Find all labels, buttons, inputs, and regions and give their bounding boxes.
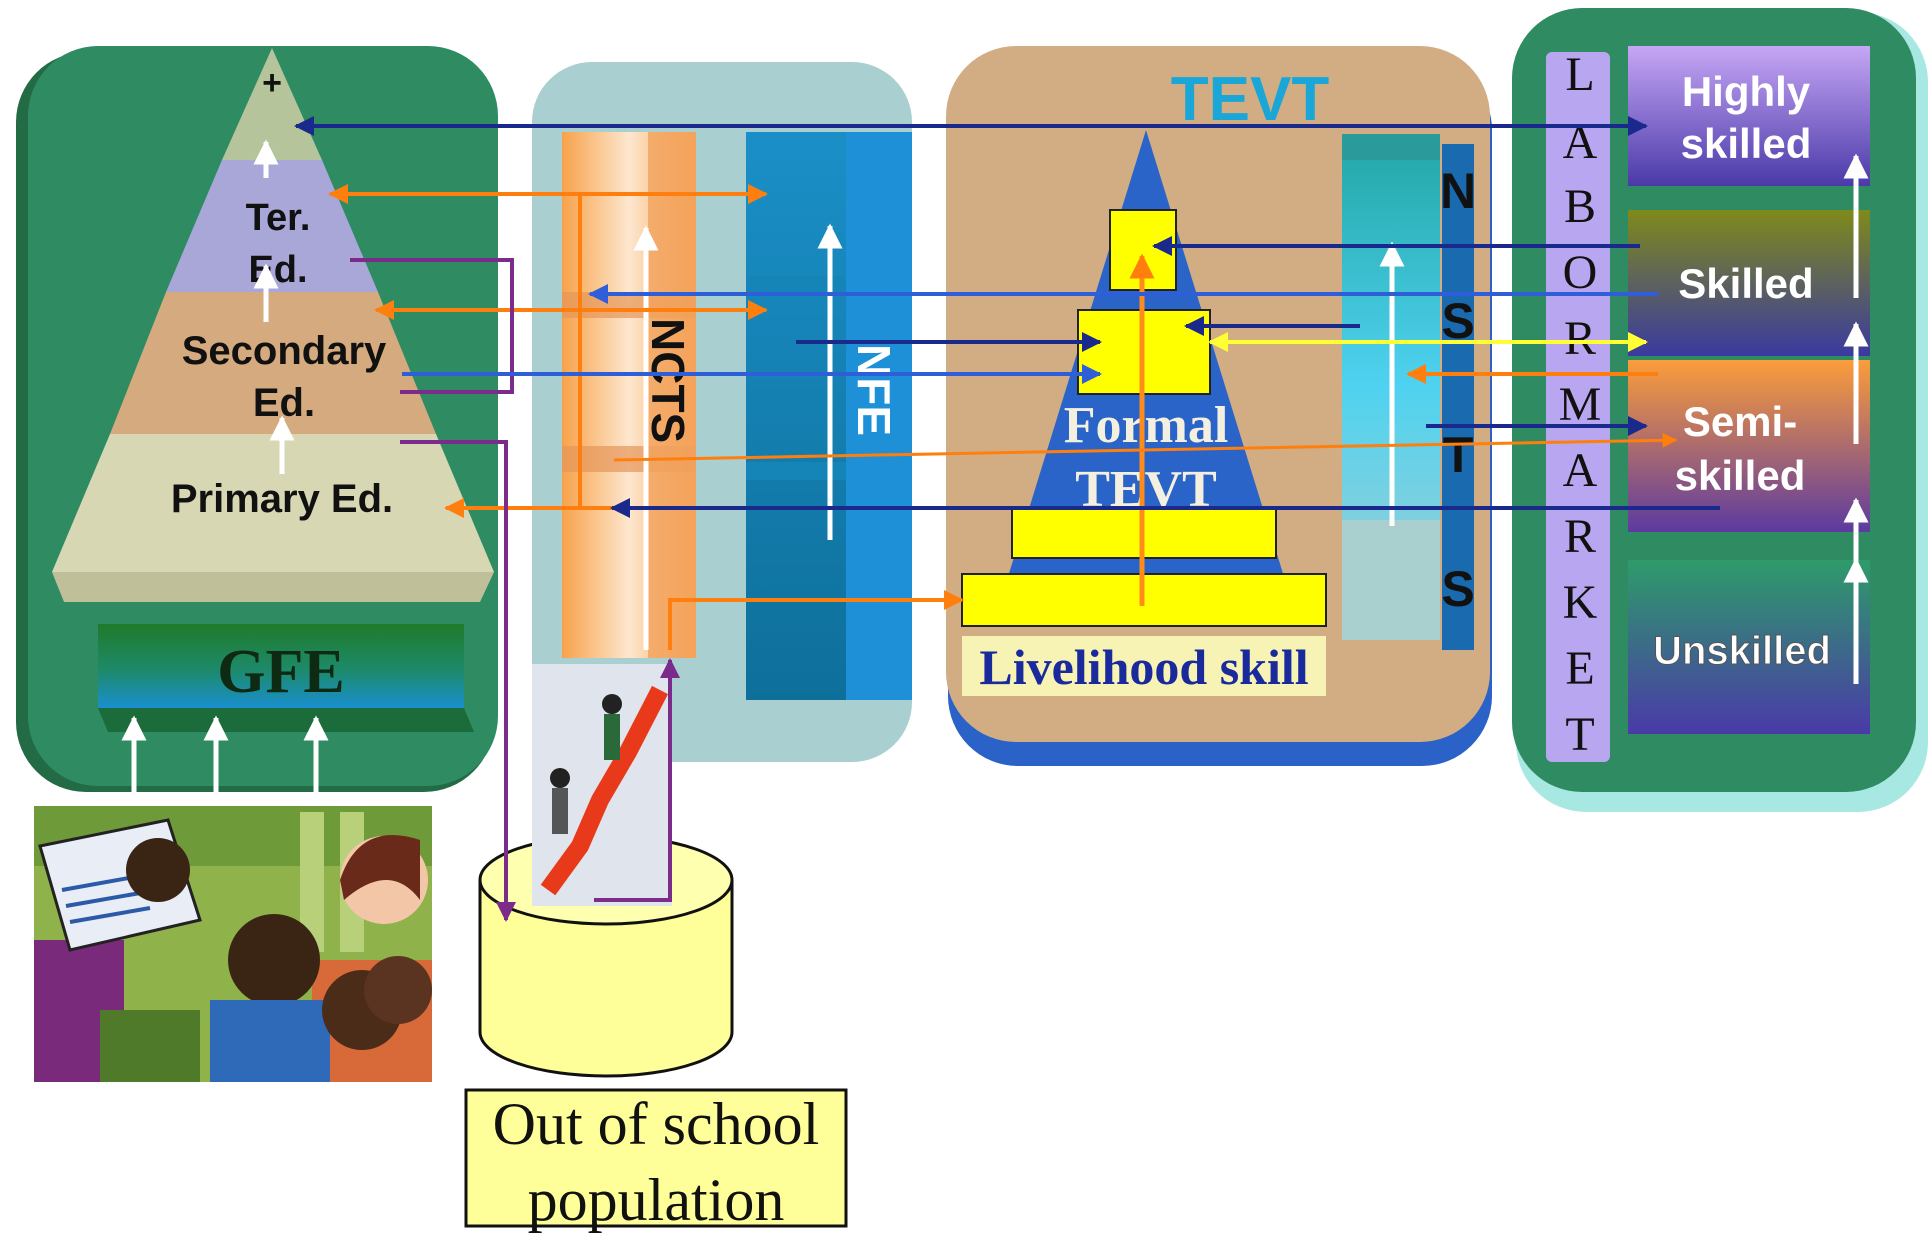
pyramid-tertiary bbox=[166, 160, 378, 292]
tevt-panel: TEVT Formal TEVT Livelihood skill N S T … bbox=[946, 46, 1492, 766]
pyramid-primary bbox=[52, 434, 494, 572]
lm-letter-2: A bbox=[1563, 116, 1598, 169]
lm-letter-6: M bbox=[1559, 378, 1602, 431]
secondary-label-line1: Secondary bbox=[182, 329, 387, 373]
out-of-school-line1: Out of school bbox=[493, 1091, 820, 1157]
semi-skilled-label-line1: Semi- bbox=[1683, 398, 1797, 445]
lm-letter-5: R bbox=[1564, 312, 1596, 365]
gfe-label: GFE bbox=[217, 638, 344, 706]
lm-letter-1: L bbox=[1565, 48, 1594, 101]
nfe-label: NFE bbox=[848, 344, 900, 436]
flow-arrows bbox=[294, 116, 1720, 922]
lm-letter-7: A bbox=[1563, 444, 1598, 497]
tevt-title: TEVT bbox=[1171, 65, 1330, 134]
nsts-letter-n: N bbox=[1440, 163, 1476, 219]
lm-letter-9: K bbox=[1563, 576, 1598, 629]
out-of-school-cylinder bbox=[478, 664, 734, 1078]
lm-letter-11: T bbox=[1565, 708, 1594, 761]
ncts-nfe-panel: NCTS NFE bbox=[532, 62, 912, 762]
level-unskilled bbox=[1628, 560, 1870, 734]
pyramid-secondary bbox=[110, 292, 436, 434]
out-of-school-line2: population bbox=[528, 1167, 785, 1233]
labor-market-panel: Highly skilled Skilled Semi- skilled Uns… bbox=[1512, 8, 1928, 812]
gfe-bar bbox=[98, 624, 464, 708]
nsts-letter-t: T bbox=[1443, 427, 1474, 483]
formal-label-line1: Formal bbox=[1064, 397, 1229, 454]
highly-skilled-label-line1: Highly bbox=[1682, 68, 1811, 115]
lm-letter-8: R bbox=[1564, 510, 1596, 563]
nsts-letter-s2: S bbox=[1441, 561, 1474, 617]
lm-letter-10: E bbox=[1565, 642, 1594, 695]
semi-skilled-label-line2: skilled bbox=[1675, 452, 1806, 499]
out-of-school-label-box bbox=[464, 1088, 848, 1228]
highly-skilled-label-line2: skilled bbox=[1681, 120, 1812, 167]
lm-letter-4: O bbox=[1563, 246, 1598, 299]
apex-plus-label: + bbox=[262, 64, 282, 102]
children-reading-illustration bbox=[34, 806, 432, 1082]
tertiary-label-line1: Ter. bbox=[246, 197, 311, 239]
skilled-label: Skilled bbox=[1678, 260, 1813, 307]
unskilled-label: Unskilled bbox=[1653, 629, 1831, 673]
livelihood-skill-label: Livelihood skill bbox=[979, 639, 1308, 695]
ncts-label: NCTS bbox=[642, 318, 694, 443]
primary-label: Primary Ed. bbox=[171, 477, 393, 521]
tertiary-label-line2: Ed. bbox=[248, 249, 307, 291]
level-skilled bbox=[1628, 210, 1870, 356]
labor-market-bar bbox=[1546, 52, 1610, 762]
gfe-panel: GFE + Ter. Ed. Secondary Ed. Primary Ed. bbox=[16, 46, 498, 852]
level-highly-skilled bbox=[1628, 46, 1870, 186]
lm-letter-3: B bbox=[1564, 180, 1596, 233]
